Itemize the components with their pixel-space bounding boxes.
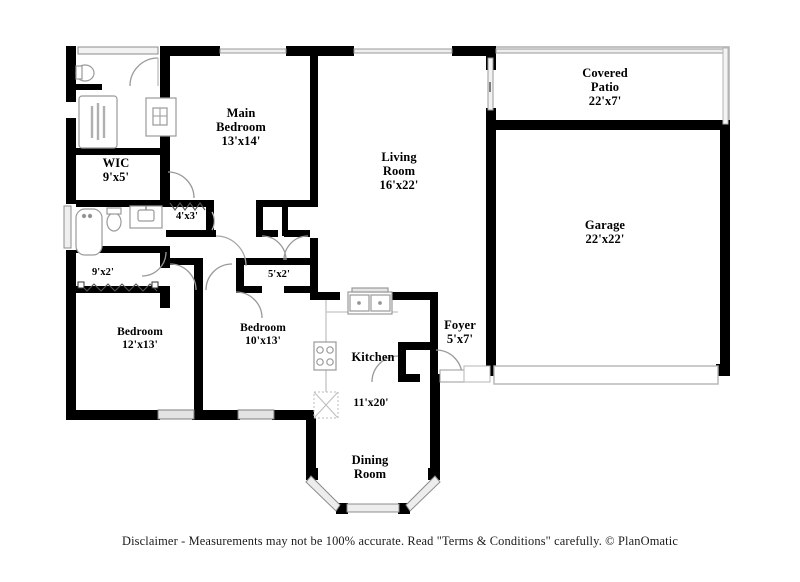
garage-door: [493, 365, 719, 385]
exterior-walls: [66, 46, 730, 514]
disclaimer-text: Disclaimer - Measurements may not be 100…: [121, 534, 678, 548]
bath1-fixtures: [75, 64, 177, 149]
bath2-fixtures: [75, 205, 163, 256]
kitchen-fixtures: [313, 287, 398, 419]
front-door: [439, 365, 491, 383]
windows: [63, 46, 729, 513]
covered-patio-outline: [488, 46, 730, 126]
door-swings: [129, 57, 463, 383]
